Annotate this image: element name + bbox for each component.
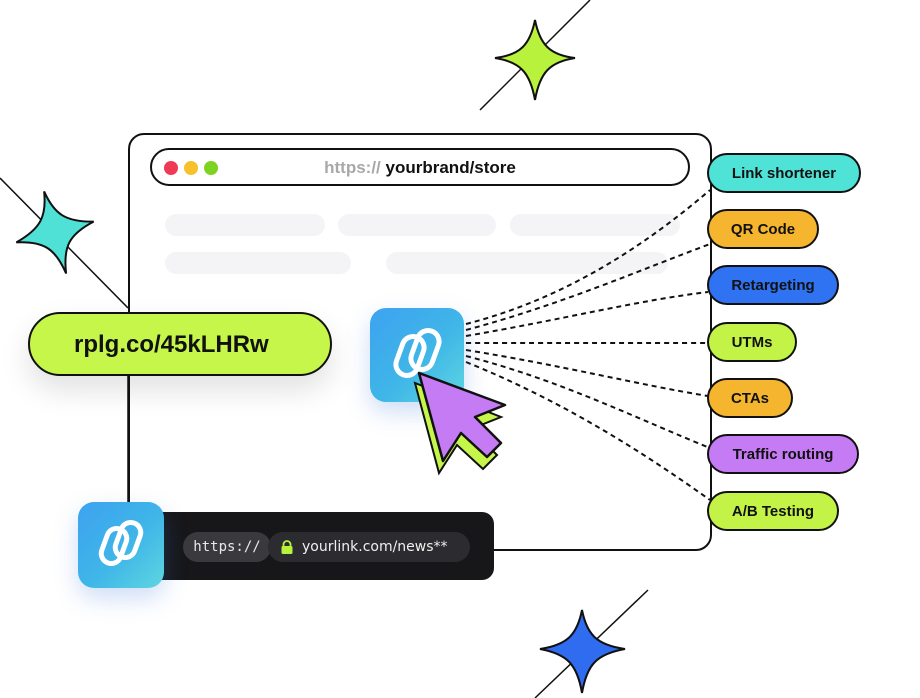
placeholder-block — [338, 214, 496, 236]
window-close-dot[interactable] — [164, 161, 178, 175]
app-logo-icon — [78, 502, 164, 588]
feature-pill-ctas[interactable]: CTAs — [707, 378, 793, 418]
url-host: yourbrand/store — [385, 158, 516, 177]
placeholder-block — [165, 214, 325, 236]
sparkle-icon-blue — [534, 589, 649, 698]
feature-pill-ab-testing[interactable]: A/B Testing — [707, 491, 839, 531]
protocol-chip[interactable]: https:// — [183, 532, 271, 562]
window-maximize-dot[interactable] — [204, 161, 218, 175]
placeholder-block — [510, 214, 680, 236]
url-protocol: https:// — [324, 158, 381, 177]
protocol-text: https:// — [193, 539, 261, 555]
feature-pill-qr-code[interactable]: QR Code — [707, 209, 819, 249]
chain-link-icon — [393, 328, 442, 378]
lock-icon — [281, 540, 293, 554]
short-link-text: rplg.co/45kLHRw — [74, 331, 269, 358]
address-url: https:// yourbrand/store — [152, 158, 688, 178]
placeholder-block — [165, 252, 351, 274]
sparkle-icon-teal — [15, 191, 95, 274]
cursor-arrow-icon — [413, 371, 507, 476]
link-url-field[interactable]: yourlink.com/news** — [268, 532, 470, 562]
address-bar[interactable]: https:// yourbrand/store — [150, 148, 690, 186]
chain-link-icon — [98, 519, 144, 567]
window-minimize-dot[interactable] — [184, 161, 198, 175]
feature-pill-link-shortener[interactable]: Link shortener — [707, 153, 861, 193]
feature-pill-retargeting[interactable]: Retargeting — [707, 265, 839, 305]
feature-pill-utms[interactable]: UTMs — [707, 322, 797, 362]
link-url-text: yourlink.com/news** — [302, 539, 448, 555]
placeholder-block — [386, 252, 668, 274]
short-link-pill[interactable]: rplg.co/45kLHRw — [28, 312, 332, 376]
feature-pill-traffic-routing[interactable]: Traffic routing — [707, 434, 859, 474]
sparkle-icon-green — [479, 0, 591, 111]
